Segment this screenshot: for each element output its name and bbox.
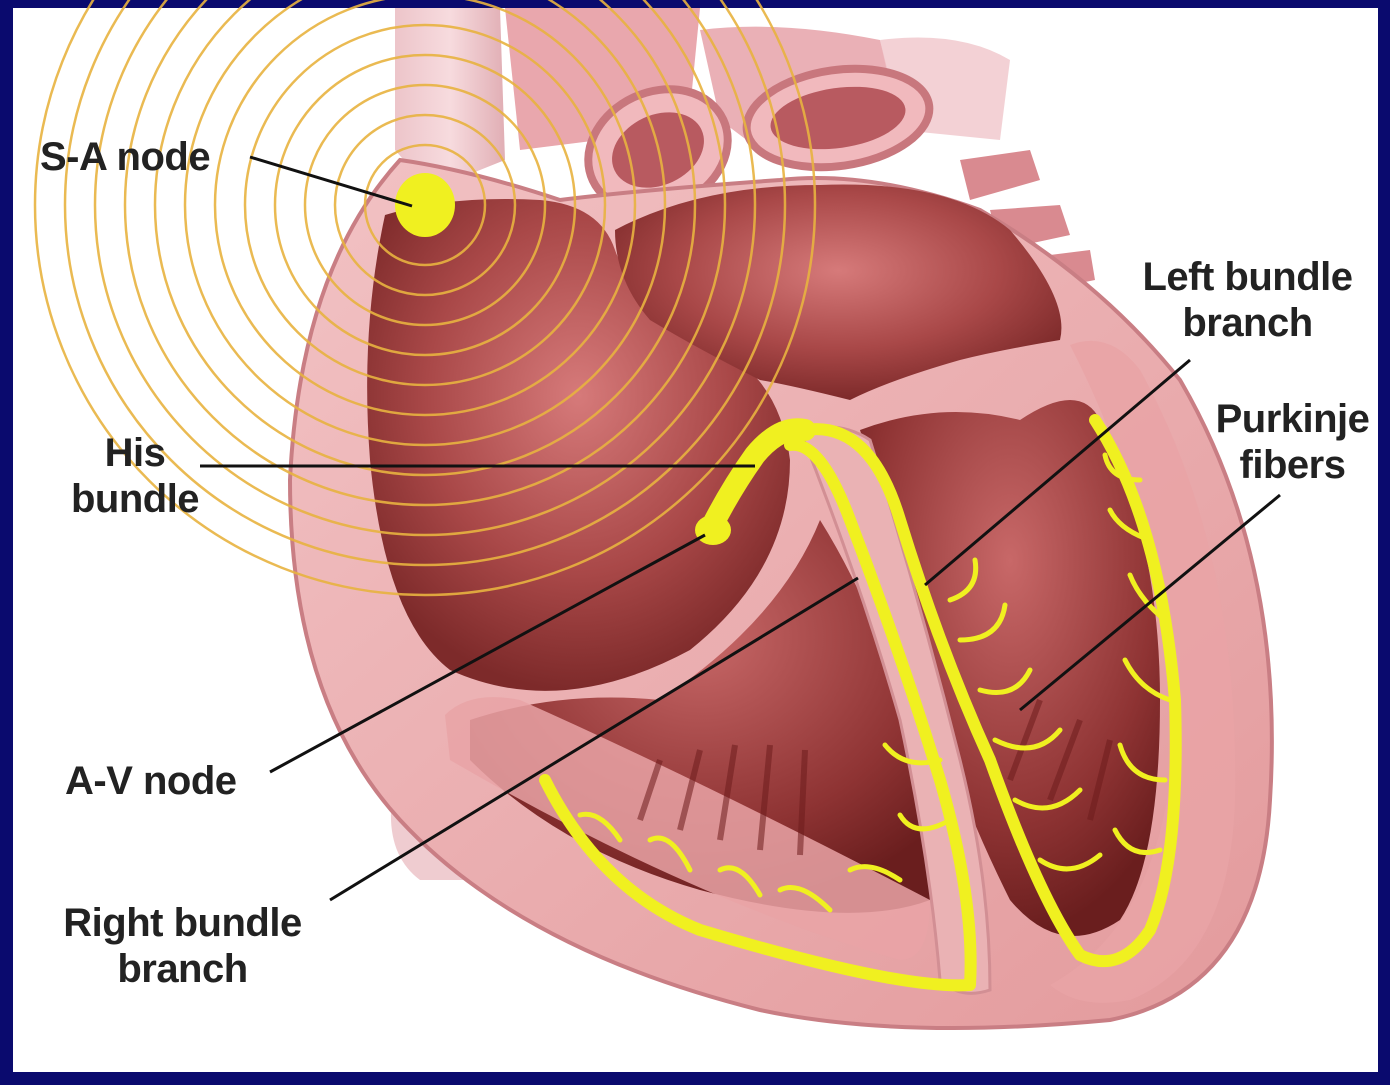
label-av-node-text: A-V node (65, 758, 237, 804)
label-right-bundle-line1: Right bundle (40, 900, 325, 946)
label-sa-node-text: S-A node (40, 134, 210, 180)
label-purkinje: Purkinje fibers (1200, 396, 1385, 488)
label-sa-node: S-A node (40, 134, 210, 180)
label-his-bundle-line2: bundle (55, 476, 215, 522)
label-left-bundle-line1: Left bundle (1120, 254, 1375, 300)
label-purkinje-line1: Purkinje (1200, 396, 1385, 442)
label-av-node: A-V node (65, 758, 237, 804)
label-his-bundle-line1: His (55, 430, 215, 476)
label-purkinje-line2: fibers (1200, 442, 1385, 488)
av-node (695, 515, 731, 545)
label-left-bundle-line2: branch (1120, 300, 1375, 346)
label-left-bundle: Left bundle branch (1120, 254, 1375, 346)
label-right-bundle: Right bundle branch (40, 900, 325, 992)
label-right-bundle-line2: branch (40, 946, 325, 992)
label-his-bundle: His bundle (55, 430, 215, 522)
